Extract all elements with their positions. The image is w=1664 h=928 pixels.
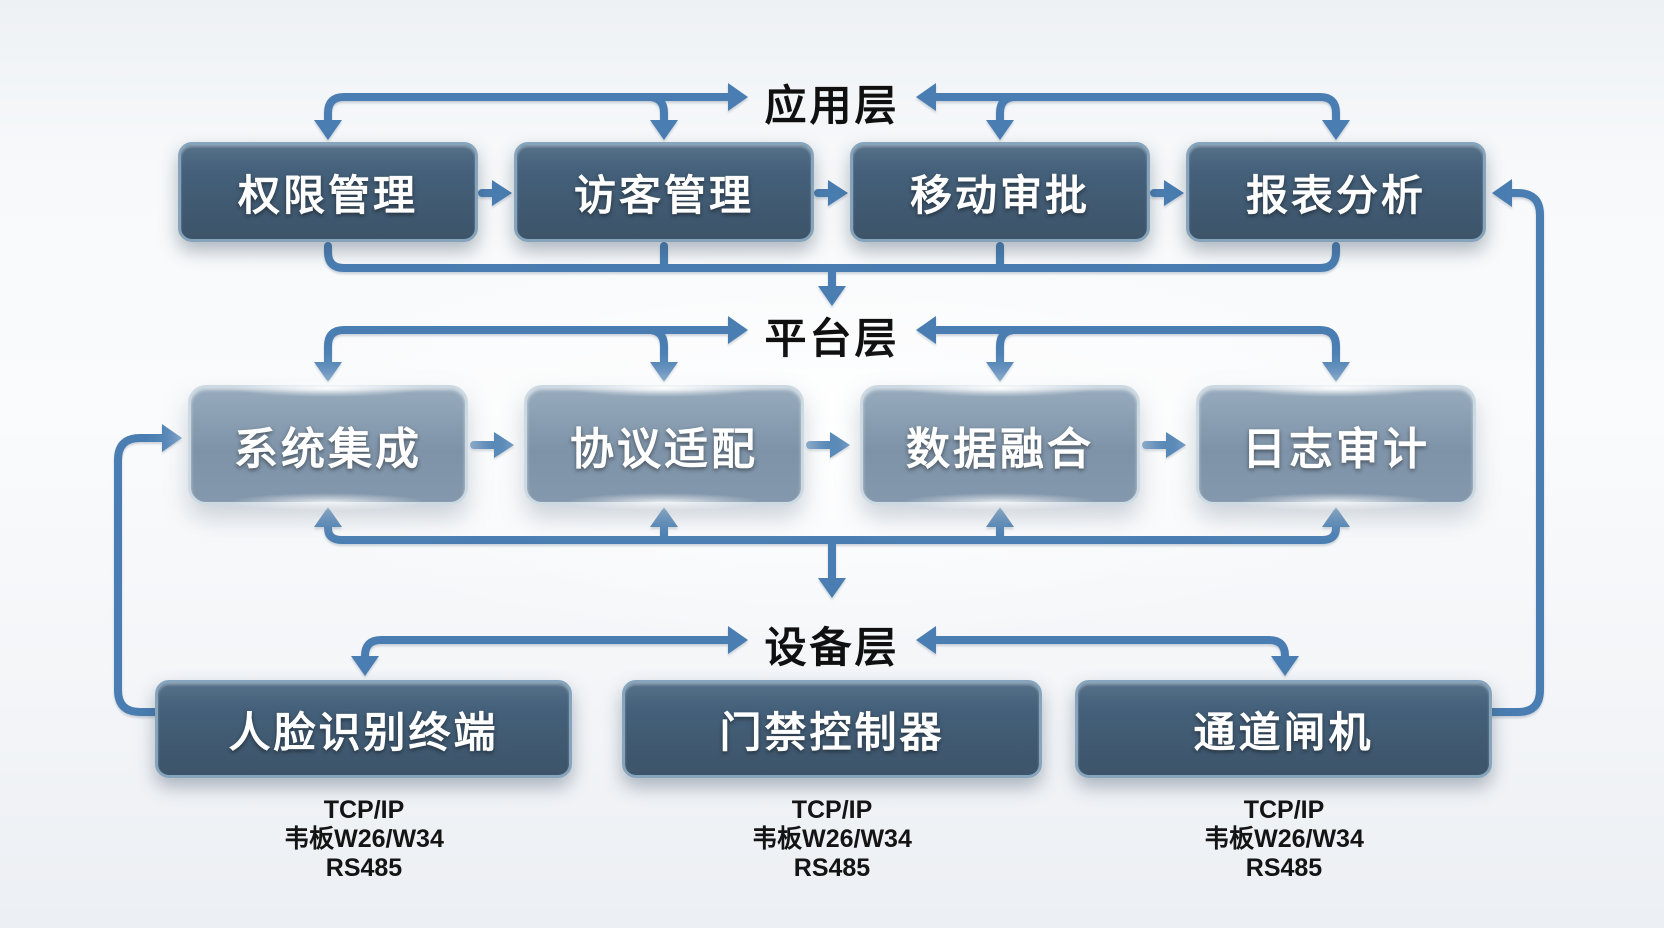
- device-top-arrows: [351, 626, 1299, 676]
- bus-application-to-platform: [324, 242, 1340, 306]
- protocol-line: TCP/IP: [1243, 796, 1325, 824]
- bus-platform-to-device: [314, 507, 1350, 598]
- box-visitor-management: 访客管理: [514, 142, 814, 242]
- box-protocol-adaptation: 协议适配: [524, 379, 804, 511]
- box-mobile-approval: 移动审批: [850, 142, 1150, 242]
- protocol-list-face-terminal: TCP/IP 韦板W26/W34 RS485: [154, 796, 574, 883]
- box-report-analysis: 报表分析: [1186, 142, 1486, 242]
- box-permission-management: 权限管理: [178, 142, 478, 242]
- protocol-line: 韦板W26/W34: [752, 825, 912, 853]
- box-label: 协议适配: [570, 425, 758, 474]
- box-access-controller: 门禁控制器: [622, 680, 1042, 778]
- protocol-line: 韦板W26/W34: [284, 825, 444, 853]
- box-turnstile-gate: 通道闸机: [1075, 680, 1492, 778]
- protocol-line: RS485: [793, 854, 871, 882]
- application-top-arrows: [314, 83, 1350, 140]
- layer-title-platform: 平台层: [764, 315, 900, 362]
- box-log-audit: 日志审计: [1196, 379, 1476, 511]
- protocol-line: 韦板W26/W34: [1204, 825, 1364, 853]
- protocol-line: TCP/IP: [791, 796, 873, 824]
- protocol-line: RS485: [325, 854, 403, 882]
- layer-title-application: 应用层: [764, 82, 900, 129]
- protocol-list-turnstile-gate: TCP/IP 韦板W26/W34 RS485: [1074, 796, 1494, 883]
- box-data-fusion: 数据融合: [860, 379, 1140, 511]
- box-label: 系统集成: [234, 425, 422, 474]
- feedback-line-left: [114, 424, 182, 716]
- box-face-recognition-terminal: 人脸识别终端: [155, 680, 572, 778]
- application-flow-arrows: [478, 180, 1184, 206]
- platform-flow-arrows: [470, 432, 1186, 458]
- box-label: 日志审计: [1242, 425, 1430, 474]
- box-label: 通道闸机: [1193, 708, 1374, 756]
- protocol-line: RS485: [1245, 854, 1323, 882]
- box-label: 数据融合: [906, 425, 1094, 474]
- protocol-line: TCP/IP: [323, 796, 405, 824]
- layer-title-device: 设备层: [764, 624, 900, 671]
- box-system-integration: 系统集成: [188, 379, 468, 511]
- platform-top-arrows: [314, 316, 1350, 382]
- feedback-line-right: [1486, 179, 1544, 716]
- protocol-list-access-controller: TCP/IP 韦板W26/W34 RS485: [622, 796, 1042, 883]
